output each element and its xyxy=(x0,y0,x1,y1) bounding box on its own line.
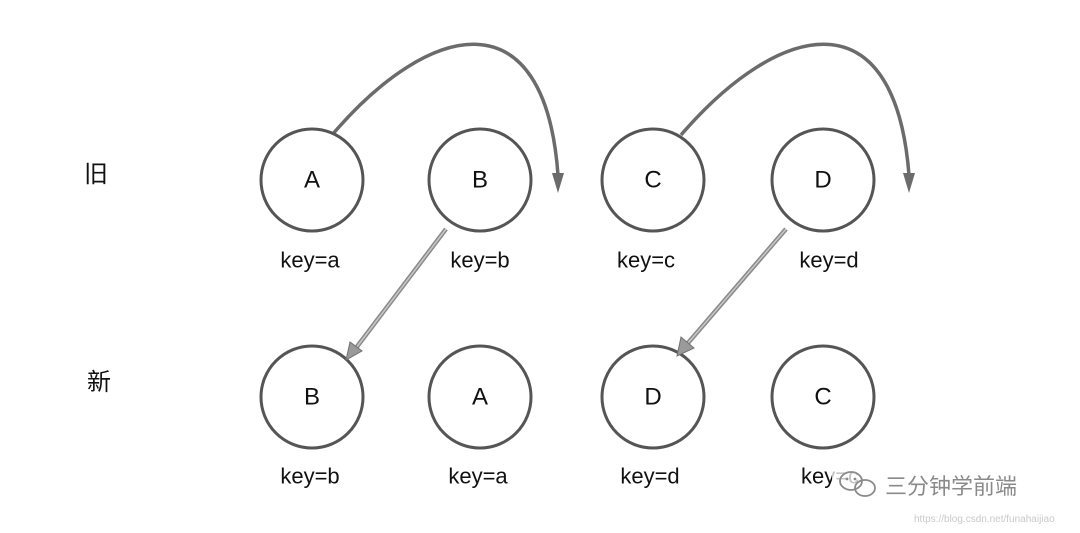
new-node-d-letter: D xyxy=(644,384,661,411)
old-node-d-key: key=d xyxy=(799,248,858,273)
old-node-c-key: key=c xyxy=(617,248,675,273)
arc-arrow-a xyxy=(330,42,564,193)
new-node-b-letter: B xyxy=(304,384,320,411)
old-node-d-letter: D xyxy=(814,167,831,194)
old-node-b-circle xyxy=(427,127,533,233)
old-node-b: B key=b xyxy=(427,127,533,273)
old-node-c: C key=c xyxy=(600,127,706,273)
diag-arrow-b xyxy=(345,227,448,361)
old-node-d: D key=d xyxy=(770,127,876,273)
wechat-icon xyxy=(839,471,876,497)
new-node-d-circle xyxy=(600,344,706,450)
new-node-b-key: key=b xyxy=(280,464,339,489)
old-node-c-circle xyxy=(600,127,706,233)
watermark-url: https://blog.csdn.net/funahaijiao xyxy=(914,514,1055,525)
watermark: 三分钟学前端 https://blog.csdn.net/funahaijiao xyxy=(832,463,1055,525)
row-label-new: 新 xyxy=(87,368,111,396)
new-node-d-key: key=d xyxy=(620,464,679,489)
new-node-c-circle xyxy=(770,344,876,450)
old-node-a: A key=a xyxy=(259,127,365,273)
new-node-b-circle xyxy=(259,344,365,450)
old-node-a-circle xyxy=(259,127,365,233)
new-node-d: D key=d xyxy=(600,344,706,489)
row-label-old: 旧 xyxy=(84,160,108,188)
old-node-c-letter: C xyxy=(644,167,661,194)
new-node-a-letter: A xyxy=(472,384,488,411)
arc-arrow-c xyxy=(679,42,915,193)
watermark-account: 三分钟学前端 xyxy=(885,475,1017,500)
old-node-a-letter: A xyxy=(304,167,320,194)
diag-arrow-d xyxy=(676,227,788,357)
old-node-b-key: key=b xyxy=(450,248,509,273)
new-node-a: A key=a xyxy=(427,344,533,489)
old-node-a-key: key=a xyxy=(280,248,340,273)
new-node-a-key: key=a xyxy=(448,464,508,489)
old-node-d-circle xyxy=(770,127,876,233)
new-node-c-letter: C xyxy=(814,384,831,411)
new-node-b: B key=b xyxy=(259,344,365,489)
old-node-b-letter: B xyxy=(472,167,488,194)
new-node-a-circle xyxy=(427,344,533,450)
